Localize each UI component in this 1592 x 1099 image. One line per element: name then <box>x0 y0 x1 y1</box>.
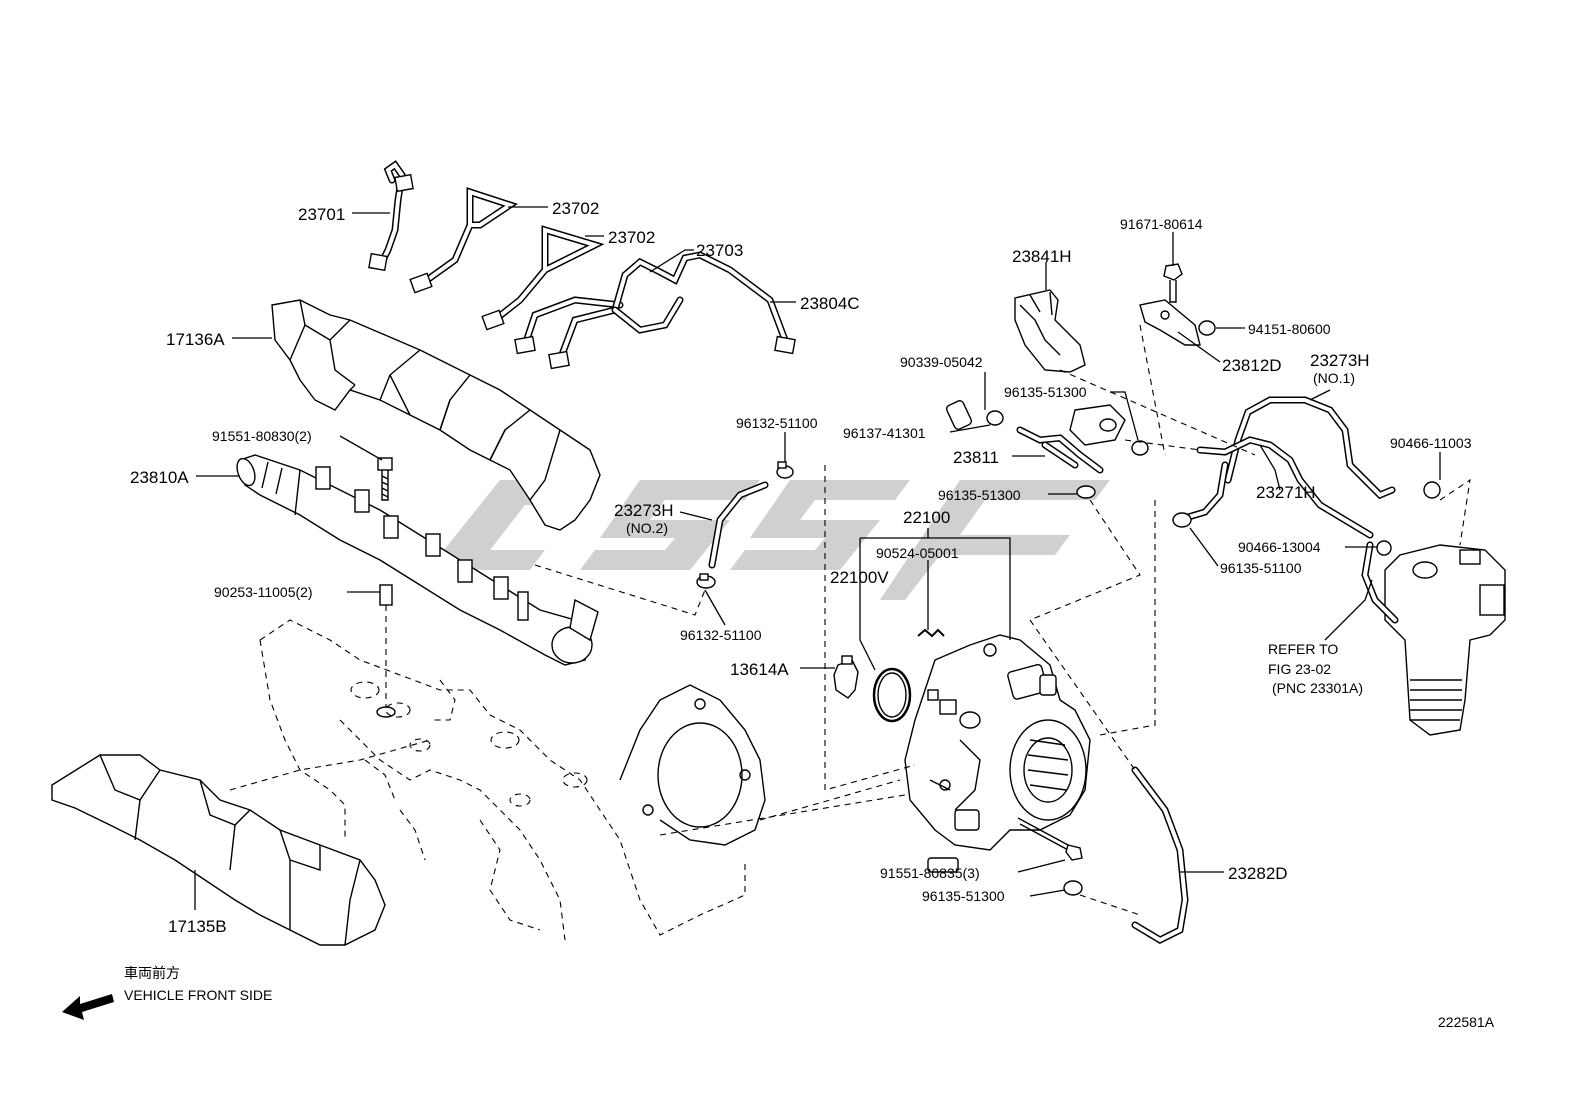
label-23701: 23701 <box>298 205 345 224</box>
label-94151-80600: 94151-80600 <box>1248 321 1331 337</box>
label-23702-b: 23702 <box>608 228 655 247</box>
leader-lines <box>194 206 1441 910</box>
label-91671-80614: 91671-80614 <box>1120 216 1203 232</box>
hose-23273H-no1 <box>1224 396 1396 500</box>
injection-pipe-23702-a <box>409 187 518 294</box>
bolt-91551-80830 <box>377 457 393 501</box>
label-23703: 23703 <box>696 241 743 260</box>
injection-pipe-23701 <box>368 160 414 272</box>
nut-94151-80600 <box>1198 320 1216 336</box>
label-96135-51300-top: 96135-51300 <box>1004 384 1087 400</box>
label-23702-a: 23702 <box>552 199 599 218</box>
o-ring-22100V-inner <box>877 672 907 718</box>
label-90524-05001: 90524-05001 <box>876 545 959 561</box>
coupling-13614A <box>833 655 859 699</box>
label-96135-51300-bot: 96135-51300 <box>922 888 1005 904</box>
label-17135B: 17135B <box>168 917 227 936</box>
gear-housing-outline <box>619 684 766 846</box>
label-22100V: 22100V <box>830 568 889 587</box>
label-refer-3: (PNC 23301A) <box>1272 680 1363 696</box>
label-13614A: 13614A <box>730 660 789 679</box>
label-refer-2: FIG 23-02 <box>1268 661 1331 677</box>
hose-23282D <box>1131 766 1189 944</box>
bolt-91551-80835 <box>1017 817 1083 861</box>
label-23811: 23811 <box>953 448 999 467</box>
label-no1: (NO.1) <box>1313 370 1355 386</box>
pipe-90339-05042 <box>945 400 973 430</box>
cover-17136A <box>271 299 601 531</box>
label-96132-51100-top: 96132-51100 <box>736 415 818 431</box>
label-90253-11005: 90253-11005(2) <box>214 584 313 600</box>
common-rail-23810A <box>236 454 599 666</box>
hose-23271H <box>1181 436 1374 539</box>
label-96137-41301: 96137-41301 <box>843 425 926 441</box>
label-96132-51100-bot: 96132-51100 <box>680 627 762 643</box>
hose-23273H-no2 <box>708 481 769 569</box>
label-no2: (NO.2) <box>626 520 668 536</box>
label-23810A: 23810A <box>130 468 189 487</box>
reference-lines <box>534 324 1471 916</box>
supply-pump-22100 <box>904 634 1091 873</box>
part-labels: 23701 23702 23702 23703 23804C 17136A 91… <box>130 199 1472 936</box>
engine-block-outline <box>259 619 746 941</box>
label-23282D: 23282D <box>1228 864 1288 883</box>
vehicle-front-indicator: 車両前方 VEHICLE FRONT SIDE <box>62 965 272 1020</box>
label-23273H-no2: 23273H <box>614 501 674 520</box>
bracket-23841H <box>1014 289 1086 373</box>
figure-id: 222581A <box>1438 1014 1495 1030</box>
bolt-91671-80614 <box>1163 263 1183 303</box>
bracket-23812D <box>1139 299 1201 346</box>
label-90466-11003: 90466-11003 <box>1390 435 1472 451</box>
clamp-96137-41301 <box>986 410 1004 426</box>
stud-90253-11005 <box>376 584 396 718</box>
label-23812D: 23812D <box>1222 356 1282 375</box>
label-91551-80835: 91551-80835(3) <box>880 865 980 881</box>
clamp-96135-51300-mid <box>1076 485 1096 499</box>
injection-pipe-23703 <box>548 251 796 370</box>
label-23804C: 23804C <box>800 294 860 313</box>
label-23841H: 23841H <box>1012 247 1072 266</box>
label-96135-51100: 96135-51100 <box>1220 560 1302 576</box>
label-90339-05042: 90339-05042 <box>900 354 983 370</box>
label-23273H-no1: 23273H <box>1310 351 1370 370</box>
label-23271H: 23271H <box>1256 483 1316 502</box>
front-side-label: VEHICLE FRONT SIDE <box>124 987 272 1003</box>
o-ring-22100V <box>872 667 912 723</box>
cover-17135B <box>51 739 431 946</box>
label-refer-1: REFER TO <box>1268 641 1338 657</box>
label-17136A: 17136A <box>166 330 225 349</box>
key-90524-05001 <box>917 628 945 638</box>
clamp-90466-13004 <box>1376 540 1392 556</box>
label-90466-13004: 90466-13004 <box>1238 539 1321 555</box>
jp-front-label: 車両前方 <box>124 965 180 981</box>
clamp-90466-11003 <box>1423 481 1441 499</box>
label-96135-51300-mid: 96135-51300 <box>938 487 1021 503</box>
clamp-96132-51100-top <box>776 461 794 479</box>
arrow-left-down-icon <box>62 994 114 1020</box>
clamp-96135-51100 <box>1172 512 1192 528</box>
nut-96135-51300-bottom <box>1063 880 1083 896</box>
label-91551-80830: 91551-80830(2) <box>212 428 312 444</box>
injection-pipe-23702-b <box>481 225 624 355</box>
label-22100: 22100 <box>903 508 950 527</box>
fuel-filter-assembly <box>1361 541 1506 736</box>
pipe-23811 <box>1016 404 1126 474</box>
clamp-96132-51100-bot <box>696 573 716 589</box>
clamp-96135-51300-top <box>1131 440 1149 456</box>
